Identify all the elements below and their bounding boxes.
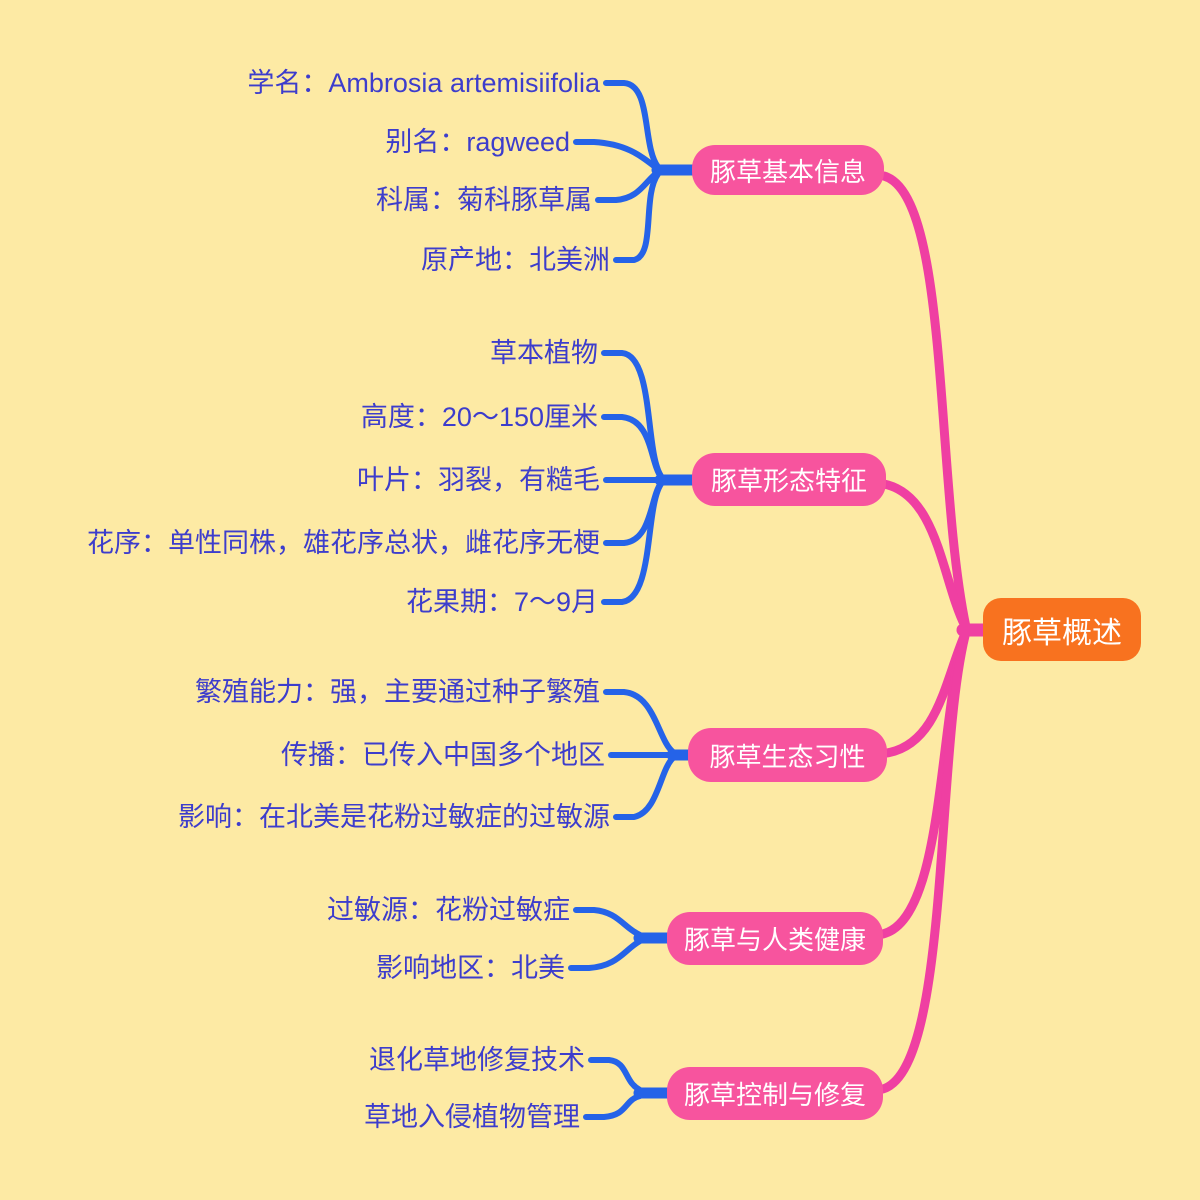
edge-leaf-region <box>568 938 643 971</box>
edge-leaf-height <box>601 414 664 480</box>
leaf-impact[interactable]: 影响：在北美是花粉过敏症的过敏源 <box>178 802 610 832</box>
edge-leaf-flowering <box>601 481 664 605</box>
leaf-region[interactable]: 影响地区：北美 <box>376 953 565 983</box>
leaf-allergen[interactable]: 过敏源：花粉过敏症 <box>327 895 570 925</box>
edge-leaf-alias <box>573 139 661 172</box>
leaf-family[interactable]: 科属：菊科豚草属 <box>376 185 592 215</box>
edge-leaf-reproduction <box>603 689 676 755</box>
leaf-herb[interactable]: 草本植物 <box>490 338 598 368</box>
leaf-height[interactable]: 高度：20～150厘米 <box>360 402 598 432</box>
edge-leaf-management <box>583 1093 643 1120</box>
branch-node-control[interactable]: 豚草控制与修复 <box>667 1067 883 1120</box>
branch-node-health[interactable]: 豚草与人类健康 <box>667 912 883 965</box>
leaf-sciname[interactable]: 学名：Ambrosia artemisiifolia <box>247 68 600 98</box>
edge-root-to-control <box>878 631 970 1094</box>
leaf-reproduction[interactable]: 繁殖能力：强，主要通过种子繁殖 <box>195 677 600 707</box>
edge-leaf-restoration <box>588 1057 643 1093</box>
leaf-management[interactable]: 草地入侵植物管理 <box>364 1102 580 1132</box>
leaf-flowering[interactable]: 花果期：7～9月 <box>405 587 598 617</box>
branch-node-ecology[interactable]: 豚草生态习性 <box>688 728 887 782</box>
edge-root-to-basic-info <box>879 171 971 632</box>
leaf-alias[interactable]: 别名：ragweed <box>385 127 570 157</box>
leaf-leaves[interactable]: 叶片：羽裂，有糙毛 <box>357 465 600 495</box>
leaf-inflorescence[interactable]: 花序：单性同株，雄花序总状，雌花序无梗 <box>87 528 600 558</box>
branch-node-basic-info[interactable]: 豚草基本信息 <box>692 145 884 195</box>
leaf-restoration[interactable]: 退化草地修复技术 <box>369 1045 585 1075</box>
leaf-origin[interactable]: 原产地：北美洲 <box>421 245 610 275</box>
root-node[interactable]: 豚草概述 <box>983 598 1141 661</box>
edge-leaf-origin <box>613 171 661 263</box>
edge-leaf-impact <box>613 755 676 820</box>
edge-leaf-allergen <box>573 907 643 938</box>
edge-leaf-sciname <box>603 80 661 170</box>
branch-node-morphology[interactable]: 豚草形态特征 <box>692 453 886 506</box>
edge-root-to-morphology <box>879 479 970 631</box>
leaf-spread[interactable]: 传播：已传入中国多个地区 <box>281 740 605 770</box>
